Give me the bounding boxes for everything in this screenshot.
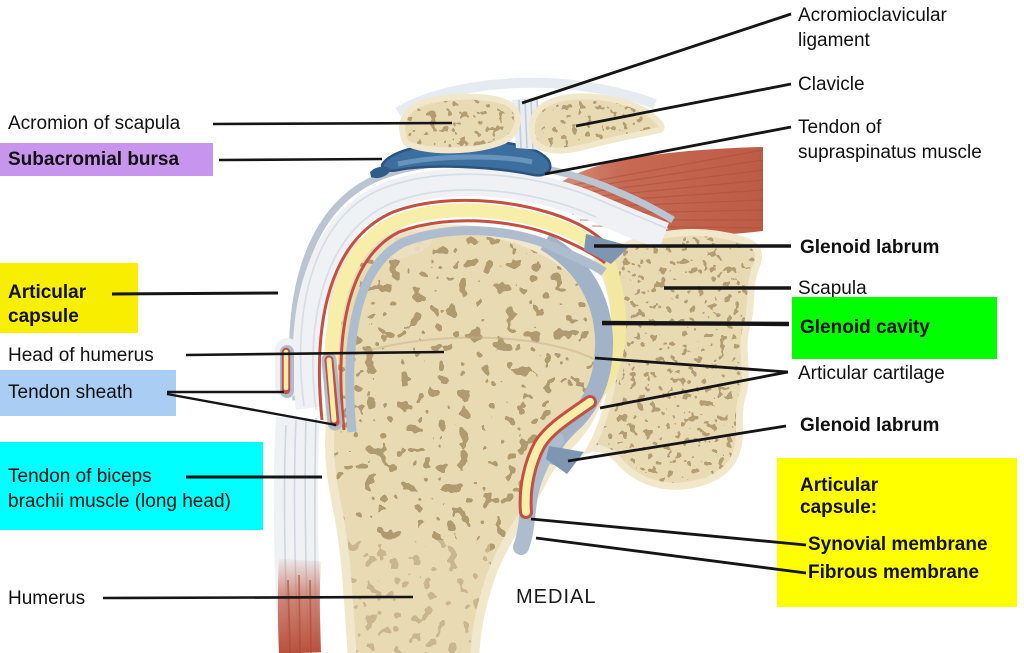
label-tendon-of-supraspinatus-line1: Tendon of xyxy=(798,117,882,138)
synovial-cavity-band xyxy=(324,203,612,429)
label-tendon-of-supraspinatus: Tendon of supraspinatus muscle xyxy=(798,115,982,165)
label-capsule-group-heading1: Articular xyxy=(800,475,879,496)
synovial-membrane-outer xyxy=(317,198,612,421)
synovial-cavity-pouch xyxy=(521,398,594,516)
label-acromioclavicular-ligament: Acromioclavicular ligament xyxy=(798,3,947,53)
bursa-sliver xyxy=(370,166,391,179)
label-articular-capsule-group: Articular capsule: Synovial membrane Fib… xyxy=(777,458,1017,607)
label-medial: MEDIAL xyxy=(516,586,597,608)
label-glenoid-labrum-upper: Glenoid labrum xyxy=(800,237,940,258)
label-subacromial-bursa: Subacromial bursa xyxy=(0,143,213,176)
label-capsule-group-heading2: capsule: xyxy=(800,497,878,518)
label-articular-cartilage: Articular cartilage xyxy=(798,363,945,384)
tendon-band-streak-2 xyxy=(312,189,597,411)
label-synovial-membrane: Synovial membrane xyxy=(808,534,988,555)
label-humerus: Humerus xyxy=(8,588,86,609)
label-glenoid-cavity: Glenoid cavity xyxy=(792,297,997,359)
label-scapula: Scapula xyxy=(798,278,867,299)
label-articular-capsule: Articular capsule xyxy=(0,263,138,333)
label-articular-capsule-line2: capsule xyxy=(8,306,79,327)
label-clavicle: Clavicle xyxy=(798,74,865,95)
epiphyseal-line xyxy=(344,336,601,363)
label-articular-capsule-line1: Articular xyxy=(8,282,87,303)
synovial-membrane-inner xyxy=(339,219,606,431)
capsule-inner-gray xyxy=(345,226,607,433)
label-tendon-of-biceps-line2: brachii muscle (long head) xyxy=(8,491,231,512)
supraspinatus-tendon-band xyxy=(292,168,669,410)
glenoid-labrum-upper-wedge xyxy=(584,234,630,264)
label-acromioclavicular-line1: Acromioclavicular xyxy=(798,5,947,26)
tendon-band-streak-1 xyxy=(299,173,669,407)
label-acromion-of-scapula: Acromion of scapula xyxy=(8,113,181,134)
label-tendon-of-biceps: Tendon of biceps brachii muscle (long he… xyxy=(0,442,263,530)
label-acromioclavicular-line2: ligament xyxy=(798,30,870,51)
label-head-of-humerus: Head of humerus xyxy=(8,345,154,366)
label-tendon-sheath: Tendon sheath xyxy=(0,370,176,416)
bursa-highlight xyxy=(397,154,533,167)
label-glenoid-labrum-lower: Glenoid labrum xyxy=(800,415,940,436)
label-tendon-of-biceps-line1: Tendon of biceps xyxy=(8,466,152,487)
label-tendon-of-supraspinatus-line2: supraspinatus muscle xyxy=(798,142,982,163)
tendon-red-streaks xyxy=(287,574,312,653)
label-fibrous-membrane: Fibrous membrane xyxy=(808,562,980,583)
biceps-tendon xyxy=(273,416,322,653)
